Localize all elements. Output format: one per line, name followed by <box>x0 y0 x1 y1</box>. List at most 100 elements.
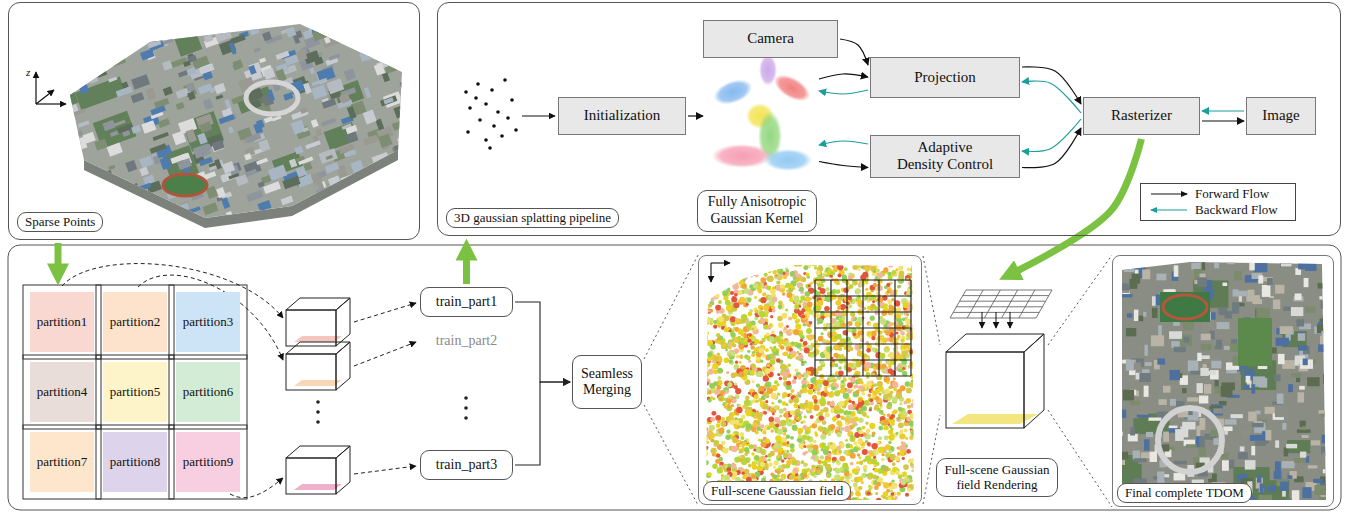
model-building <box>147 37 162 48</box>
gaussian-point <box>838 347 842 351</box>
model-building <box>141 120 156 134</box>
model-building <box>203 144 212 151</box>
model-building <box>14 71 27 82</box>
model-building <box>375 119 384 131</box>
gaussian-point <box>832 417 836 421</box>
model-building <box>399 106 411 116</box>
gaussian-point <box>886 489 890 493</box>
model-building <box>163 202 178 213</box>
model-building <box>395 19 413 34</box>
model-building <box>359 24 369 35</box>
model-building <box>249 215 257 227</box>
model-building <box>416 9 426 19</box>
model-building <box>296 50 308 62</box>
gaussian-blob <box>710 75 755 109</box>
model-building <box>340 192 348 198</box>
model-building <box>184 257 201 273</box>
model-building <box>374 193 385 201</box>
model-building <box>127 183 141 197</box>
model-building <box>303 127 309 132</box>
model-building <box>369 166 378 173</box>
model-building <box>316 186 332 198</box>
ellipsis-dot <box>316 410 320 414</box>
model-building <box>212 140 225 151</box>
model-building <box>367 52 373 57</box>
model-building <box>253 123 263 134</box>
model-building <box>328 53 340 60</box>
gaussian-point <box>703 328 706 331</box>
model-building <box>228 126 234 133</box>
model-building <box>112 277 122 287</box>
model-building <box>293 35 300 44</box>
gaussian-point <box>902 457 905 460</box>
gaussian-point <box>778 399 782 403</box>
box-3d <box>286 342 350 390</box>
gaussian-point <box>713 325 717 329</box>
model-building <box>364 87 371 98</box>
model-building <box>245 219 261 229</box>
gaussian-point <box>778 322 784 328</box>
model-building <box>19 106 31 114</box>
gaussian-point <box>879 403 882 406</box>
model-building <box>86 56 92 62</box>
model-building <box>367 181 373 186</box>
model-building <box>162 38 174 45</box>
model-building <box>339 144 355 154</box>
gaussian-point <box>897 492 901 496</box>
model-building <box>365 24 379 38</box>
gaussian-point <box>900 331 905 336</box>
model-building <box>466 161 474 167</box>
gaussian-point <box>818 262 822 266</box>
model-building <box>296 156 305 162</box>
gaussian-point <box>726 430 730 434</box>
gaussian-point <box>796 351 799 354</box>
gaussian-point <box>704 379 710 385</box>
gaussian-point <box>718 277 722 281</box>
gaussian-point <box>706 309 711 314</box>
gaussian-point <box>808 472 811 475</box>
model-building <box>280 218 298 231</box>
model-building <box>31 122 40 129</box>
model-building <box>116 86 133 97</box>
gaussian-point <box>779 415 782 418</box>
gaussian-point <box>897 417 900 420</box>
model-building <box>36 68 53 79</box>
gaussian-point <box>825 287 829 291</box>
model-plaza <box>246 82 298 114</box>
partition-outline <box>169 355 247 429</box>
gaussian-point <box>748 333 754 339</box>
gaussian-point <box>705 440 709 444</box>
gaussian-point <box>862 259 868 265</box>
model-building <box>270 218 286 228</box>
model-building <box>380 95 397 106</box>
model-building <box>141 236 151 245</box>
arrow <box>522 115 555 116</box>
model-building <box>88 74 99 84</box>
partition-outline <box>23 355 101 429</box>
gaussian-point <box>715 270 719 274</box>
sparse-point <box>466 130 470 134</box>
model-building <box>69 130 83 139</box>
gaussian-point <box>777 393 780 396</box>
model-building <box>407 177 422 188</box>
model-building <box>311 173 321 186</box>
model-building <box>74 162 90 174</box>
gaussian-point <box>905 319 911 325</box>
box-face <box>336 342 350 390</box>
gaussian-point <box>702 309 708 315</box>
gaussian-point <box>827 261 832 266</box>
model-building <box>267 89 275 101</box>
model-building <box>291 120 306 135</box>
model-building <box>216 94 224 99</box>
model-building <box>201 9 213 21</box>
model-building <box>418 0 437 8</box>
gaussian-point <box>785 308 788 311</box>
model-building <box>63 137 77 149</box>
gaussian-point <box>777 428 783 434</box>
gaussian-point <box>793 467 799 473</box>
gaussian-point <box>702 334 708 340</box>
model-building <box>83 132 96 144</box>
model-building <box>177 158 192 170</box>
gaussian-point <box>896 307 901 312</box>
gaussian-point <box>703 464 706 467</box>
